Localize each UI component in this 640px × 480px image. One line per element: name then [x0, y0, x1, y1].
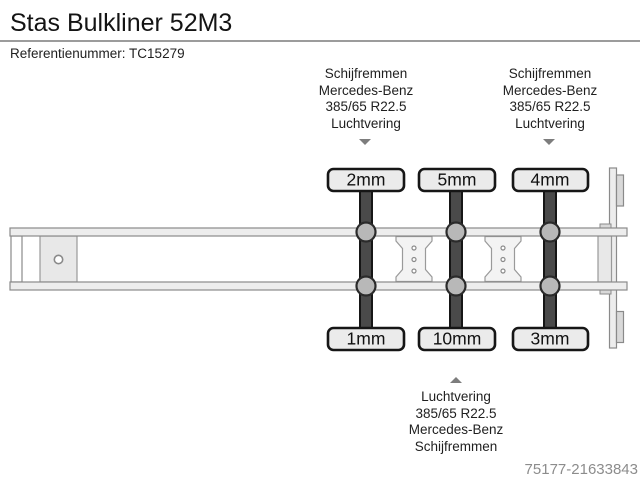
annotation-line: Schijfremmen	[414, 438, 498, 454]
annotation-axle-2: Luchtvering 385/65 R22.5 Mercedes-Benz S…	[381, 389, 531, 455]
axle-bushing	[355, 275, 377, 297]
watermark-id: 75177-21633843	[524, 461, 638, 478]
kingpin-plate	[39, 235, 78, 283]
reference-number: Referentienummer: TC15279	[10, 46, 185, 61]
axle-bar	[543, 185, 557, 333]
axle-bushing	[445, 221, 467, 243]
axle-bushing	[355, 221, 377, 243]
tread-depth-value: 10mm	[433, 329, 482, 349]
axle-3: 4mm 3mm	[511, 167, 590, 352]
arrow-down-icon	[359, 139, 371, 145]
tread-depth-label-box	[511, 167, 590, 193]
annotation-line: 385/65 R22.5	[325, 99, 407, 114]
bolt-hole	[411, 268, 417, 274]
axle-1: 2mm 1mm	[326, 167, 406, 352]
axle-bar	[359, 185, 373, 333]
annotation-line: Luchtvering	[331, 115, 401, 131]
crossmember-2	[484, 235, 522, 283]
annotation-line: 385/65 R22.5	[509, 99, 591, 114]
annotation-line: Mercedes-Benz	[502, 82, 598, 98]
tread-depth-value: 3mm	[531, 329, 570, 349]
trailer-chassis-diagram: 2mm 1mm 5mm 10mm 4mm 3mm	[9, 167, 628, 352]
kingpin-icon	[53, 254, 64, 265]
header-divider	[0, 40, 640, 42]
tread-depth-label-box	[417, 326, 497, 352]
annotation-line: Schijfremmen	[324, 66, 408, 81]
tread-depth-value: 4mm	[531, 170, 570, 190]
annotation-line: Mercedes-Benz	[408, 422, 504, 437]
rear-bracket-top	[615, 174, 625, 207]
tread-depth-label-box	[326, 167, 406, 193]
tread-depth-value: 5mm	[438, 170, 477, 190]
tread-depth-label-box	[511, 326, 590, 352]
bolt-hole	[500, 245, 506, 251]
tread-depth-value: 1mm	[347, 329, 386, 349]
annotation-line: 385/65 R22.5	[415, 405, 497, 421]
chassis-rail-bottom	[9, 281, 628, 291]
axle-bushing	[539, 275, 561, 297]
annotation-line: Luchtvering	[515, 115, 585, 131]
bolt-hole	[500, 256, 506, 263]
chassis-rail-top	[9, 227, 628, 237]
page-title: Stas Bulkliner 52M3	[10, 9, 233, 37]
axle-bar	[449, 185, 463, 333]
rear-bumper-assembly	[597, 167, 625, 349]
annotation-line: Luchtvering	[421, 389, 491, 404]
annotation-line: Schijfremmen	[508, 66, 592, 81]
annotation-line: Mercedes-Benz	[318, 82, 414, 98]
tread-depth-label-box	[326, 326, 406, 352]
axle-bushing	[539, 221, 561, 243]
crossmember-1	[395, 235, 433, 283]
annotation-axle-3: Schijfremmen Mercedes-Benz 385/65 R22.5 …	[475, 66, 625, 132]
axle-2: 5mm 10mm	[417, 167, 497, 352]
bolt-hole	[411, 245, 417, 251]
tread-depth-value: 2mm	[347, 170, 386, 190]
arrow-up-icon	[449, 377, 462, 383]
annotation-axle-1: Schijfremmen Mercedes-Benz 385/65 R22.5 …	[291, 66, 441, 132]
front-end-cap	[10, 235, 23, 283]
rear-crossmember	[597, 235, 613, 283]
bolt-hole	[500, 268, 506, 274]
axle-bushing	[445, 275, 467, 297]
arrow-down-icon	[543, 139, 555, 145]
bolt-hole	[411, 256, 417, 263]
rear-bracket-bottom	[615, 310, 625, 344]
tread-depth-label-box	[417, 167, 497, 193]
